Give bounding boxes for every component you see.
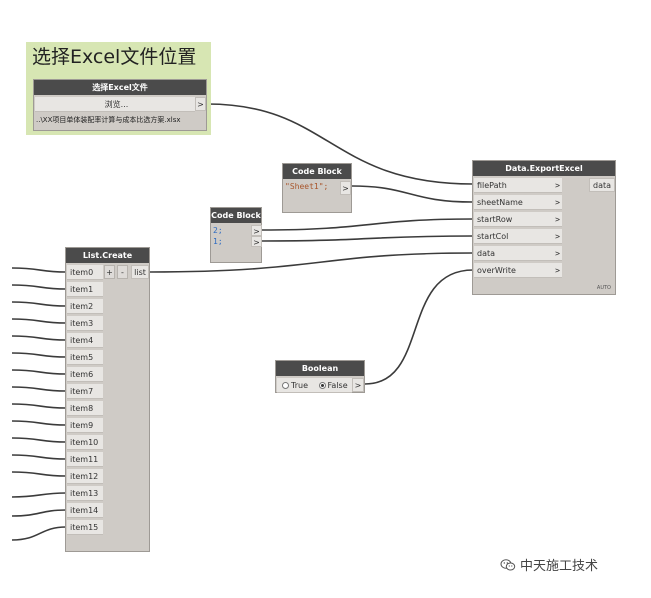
output-arrow: >: [253, 227, 260, 236]
true-radio[interactable]: [282, 382, 289, 389]
input-label: startRow: [477, 215, 513, 224]
output-arrow: >: [253, 238, 260, 247]
list-input-item15[interactable]: item15: [67, 520, 103, 535]
code-line-2[interactable]: 1;: [213, 237, 223, 246]
input-label: item12: [70, 472, 99, 481]
node-title: Boolean: [276, 361, 364, 376]
input-label: startCol: [477, 232, 509, 241]
input-arrow: >: [555, 181, 560, 190]
watermark: 中天施工技术: [500, 555, 598, 574]
file-path-output-port[interactable]: >: [195, 97, 206, 111]
list-output-port[interactable]: list: [131, 265, 149, 279]
list-input-item10[interactable]: item10: [67, 435, 103, 450]
input-label: sheetName: [477, 198, 523, 207]
input-arrow: >: [555, 232, 560, 241]
input-label: item8: [70, 404, 94, 413]
boolean-output-port[interactable]: >: [352, 378, 364, 392]
list-input-item8[interactable]: item8: [67, 401, 103, 416]
output-arrow: >: [354, 381, 362, 390]
list-input-item6[interactable]: item6: [67, 367, 103, 382]
export-excel-node[interactable]: Data.ExportExcel filePath>sheetName>star…: [472, 160, 616, 295]
output-label: data: [592, 181, 612, 190]
input-label: item4: [70, 336, 94, 345]
input-label: item15: [70, 523, 99, 532]
file-path-value: ..\XX项目单体装配率计算与成本比选方案.xlsx: [36, 116, 181, 124]
input-label: item2: [70, 302, 94, 311]
code-output-port[interactable]: >: [340, 181, 351, 195]
input-label: item1: [70, 285, 94, 294]
export-input-overWrite[interactable]: overWrite >: [474, 263, 562, 278]
input-arrow: >: [555, 266, 560, 275]
boolean-toggle[interactable]: True False: [277, 378, 352, 393]
false-radio[interactable]: [318, 382, 326, 389]
export-input-sheetName[interactable]: sheetName >: [474, 195, 562, 210]
list-input-item2[interactable]: item2: [67, 299, 103, 314]
input-label: item0: [70, 268, 94, 277]
input-label: item6: [70, 370, 94, 379]
node-title: Data.ExportExcel: [473, 161, 615, 176]
output-label: list: [134, 268, 146, 277]
input-label: data: [477, 249, 496, 258]
list-input-item1[interactable]: item1: [67, 282, 103, 297]
browse-button[interactable]: 浏览...: [35, 97, 195, 112]
output-arrow: >: [197, 100, 204, 109]
true-label: True: [291, 381, 308, 390]
code-output-port-2[interactable]: >: [251, 236, 262, 247]
list-input-item9[interactable]: item9: [67, 418, 103, 433]
input-label: item3: [70, 319, 94, 328]
list-input-item0[interactable]: item0: [67, 265, 103, 280]
list-input-item7[interactable]: item7: [67, 384, 103, 399]
input-arrow: >: [555, 249, 560, 258]
export-input-data[interactable]: data >: [474, 246, 562, 261]
node-title: Code Block: [283, 164, 351, 179]
list-input-item13[interactable]: item13: [67, 486, 103, 501]
list-input-item14[interactable]: item14: [67, 503, 103, 518]
node-title: 选择Excel文件: [34, 80, 206, 95]
browse-label: 浏览...: [104, 100, 129, 109]
export-output-port[interactable]: data: [589, 178, 615, 192]
input-label: item5: [70, 353, 94, 362]
file-path-node[interactable]: 选择Excel文件 浏览... > ..\XX项目单体装配率计算与成本比选方案.…: [33, 79, 207, 131]
list-input-item11[interactable]: item11: [67, 452, 103, 467]
wechat-icon: [500, 559, 516, 571]
input-label: filePath: [477, 181, 507, 190]
input-arrow: >: [555, 215, 560, 224]
input-label: item7: [70, 387, 94, 396]
code-block-sheet-node[interactable]: Code Block "Sheet1"; >: [282, 163, 352, 213]
node-title: List.Create: [66, 248, 149, 263]
false-label: False: [327, 381, 348, 390]
watermark-text: 中天施工技术: [520, 559, 599, 574]
input-label: item11: [70, 455, 99, 464]
list-input-item3[interactable]: item3: [67, 316, 103, 331]
list-input-item5[interactable]: item5: [67, 350, 103, 365]
output-arrow: >: [342, 184, 349, 193]
export-input-startRow[interactable]: startRow >: [474, 212, 562, 227]
lacing-label: AUTO: [596, 285, 611, 291]
code-line[interactable]: "Sheet1";: [285, 182, 329, 191]
export-input-startCol[interactable]: startCol >: [474, 229, 562, 244]
boolean-node[interactable]: Boolean True False >: [275, 360, 365, 393]
input-arrow: >: [555, 198, 560, 207]
list-create-node[interactable]: List.Create item0 item1 item2 item3 item4 ite…: [65, 247, 150, 552]
code-line-1[interactable]: 2;: [213, 226, 223, 235]
input-label: item13: [70, 489, 99, 498]
input-label: overWrite: [477, 266, 516, 275]
input-label: item9: [70, 421, 94, 430]
group-title: 选择Excel文件位置: [32, 46, 197, 68]
list-input-item4[interactable]: item4: [67, 333, 103, 348]
input-label: item10: [70, 438, 99, 447]
code-block-startrow-node[interactable]: Code Block 2; 1; > >: [210, 207, 262, 263]
remove-label: -: [121, 268, 124, 277]
remove-input-button[interactable]: -: [117, 265, 128, 279]
add-input-button[interactable]: +: [104, 265, 115, 279]
input-label: item14: [70, 506, 99, 515]
list-input-item12[interactable]: item12: [67, 469, 103, 484]
node-title: Code Block: [211, 208, 261, 223]
add-label: +: [106, 268, 113, 277]
export-input-filePath[interactable]: filePath >: [474, 178, 562, 193]
code-output-port-1[interactable]: >: [251, 225, 262, 236]
